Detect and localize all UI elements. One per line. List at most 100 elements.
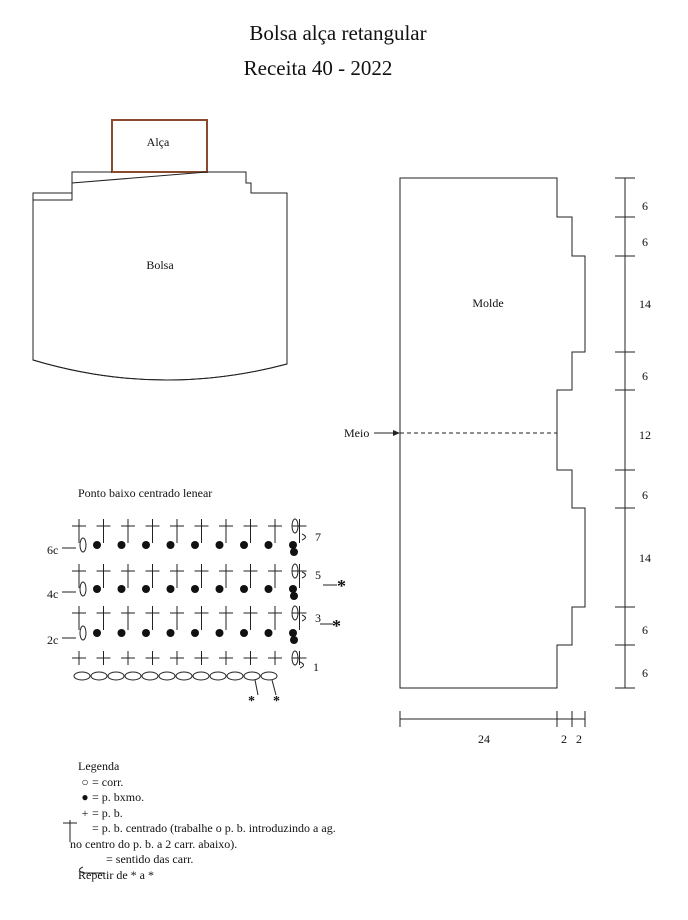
row-label-4c: 4c	[47, 587, 58, 601]
bolsa-label: Bolsa	[146, 258, 174, 272]
repeat-mark-3: *	[248, 694, 255, 709]
dim-v-9: 6	[642, 666, 648, 680]
stitch-dot	[289, 585, 297, 593]
foundation-chain-oval	[90, 671, 108, 681]
stitch-dot	[215, 541, 224, 549]
legend-title: Legenda	[78, 759, 120, 773]
foundation-chain-oval	[243, 671, 261, 681]
stitch-dot	[191, 629, 199, 637]
dot-icon: ●	[81, 790, 89, 804]
stitch-dot	[117, 629, 126, 637]
dim-v-1: 6	[642, 199, 648, 213]
stitch-dot	[117, 541, 126, 549]
meio-label: Meio	[344, 426, 369, 440]
dim-v-3: 14	[639, 297, 651, 311]
stitch-dot	[240, 585, 248, 593]
turning-chain-vertical	[291, 563, 299, 579]
alca-label: Alça	[147, 135, 170, 149]
stitch-dot	[264, 629, 273, 637]
turning-chain-vertical	[291, 650, 299, 666]
foundation-chain-oval	[141, 671, 159, 681]
chain-icon: ○	[81, 774, 89, 789]
stitch-dot	[215, 629, 224, 637]
molde-outline	[399, 177, 586, 689]
repeat-mark-2: *	[332, 616, 341, 636]
stitch-chart	[72, 518, 307, 696]
stitch-chart-title: Ponto baixo centrado lenear	[78, 486, 212, 500]
dim-v-5: 12	[639, 428, 651, 442]
stitch-dot	[191, 585, 199, 593]
dim-h-2: 2	[561, 732, 567, 746]
foundation-chain-oval	[73, 671, 91, 681]
foundation-chain-stem	[254, 679, 259, 696]
stitch-dot	[290, 636, 298, 644]
dim-v-4: 6	[642, 369, 648, 383]
dim-v-8: 6	[642, 623, 648, 637]
stitch-dot	[166, 585, 175, 593]
foundation-chain-oval	[209, 671, 227, 681]
foundation-chain-oval	[260, 671, 278, 681]
stitch-dot	[93, 541, 101, 549]
stitch-dot	[117, 585, 126, 593]
foundation-chain-oval	[226, 671, 244, 681]
stitch-dot	[240, 629, 248, 637]
molde-label: Molde	[472, 296, 503, 310]
dim-h-1: 24	[478, 732, 490, 746]
turning-chain-vertical	[79, 537, 87, 553]
legend: Legenda ○= corr. ●= p. bxmo. += p. b. †=…	[70, 759, 336, 883]
alca-rectangle	[111, 119, 208, 173]
bolsa-outline	[32, 171, 288, 381]
legend-item-chain: ○= corr.	[78, 775, 336, 791]
dim-v-6: 6	[642, 488, 648, 502]
foundation-chain-oval	[175, 671, 193, 681]
foundation-chain-oval	[124, 671, 142, 681]
repeat-mark-4: *	[273, 694, 280, 709]
row-label-7: 7	[315, 530, 321, 544]
turning-chain-vertical	[79, 581, 87, 597]
stitch-dot	[240, 541, 248, 549]
row-direction-icon	[79, 866, 104, 874]
foundation-chain-oval	[107, 671, 125, 681]
legend-item-pb-centrado-cont: no centro do p. b. a 2 carr. abaixo).	[70, 836, 238, 851]
row-direction-marks-right	[299, 533, 306, 669]
dim-v-7: 14	[639, 551, 651, 565]
horizontal-dimension	[399, 711, 586, 727]
legend-item-pb: += p. b.	[78, 806, 336, 822]
foundation-chain-oval	[192, 671, 210, 681]
stitch-dot	[142, 541, 150, 549]
dim-v-2: 6	[642, 235, 648, 249]
row-label-2c: 2c	[47, 633, 58, 647]
legend-item-pb-centrado: †= p. b. centrado (trabalhe o p. b. intr…	[92, 821, 336, 835]
page-subtitle: Receita 40 - 2022	[244, 56, 393, 80]
bolsa-outline-main	[32, 171, 288, 381]
row-direction-marks-left	[62, 547, 76, 639]
stitch-dot	[264, 585, 273, 593]
stitch-dot	[191, 541, 199, 549]
page-title: Bolsa alça retangular	[249, 21, 426, 45]
foundation-chain-oval	[158, 671, 176, 681]
legend-item-sentido: ↵= sentido das carr.	[106, 852, 194, 866]
row-label-6c: 6c	[47, 543, 58, 557]
meio-arrow-head	[393, 430, 400, 436]
stitch-dot	[289, 541, 297, 549]
foundation-chain-stem	[271, 679, 277, 696]
stitch-dot	[93, 585, 101, 593]
dim-h-3: 2	[576, 732, 582, 746]
vertical-dimension	[615, 177, 635, 689]
stitch-dot	[166, 629, 175, 637]
stitch-dot	[142, 585, 150, 593]
stitch-dot	[290, 548, 298, 556]
row-label-1: 1	[313, 660, 319, 674]
turning-chain-vertical	[291, 605, 299, 621]
stitch-dot	[264, 541, 273, 549]
turning-chain-vertical	[79, 625, 87, 641]
legend-item-bxmo: ●= p. bxmo.	[78, 790, 336, 806]
repeat-mark-1: *	[337, 576, 346, 596]
stitch-dot	[215, 585, 224, 593]
turning-chain-vertical	[291, 518, 299, 534]
stitch-dot	[166, 541, 175, 549]
plus-icon: +	[81, 805, 89, 820]
row-label-3: 3	[315, 611, 321, 625]
stitch-dot	[93, 629, 101, 637]
